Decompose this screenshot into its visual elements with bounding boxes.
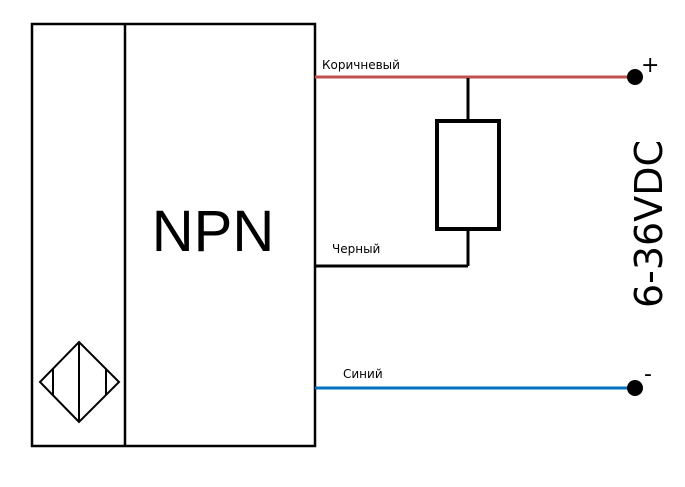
voltage-label: 6-36VDC [627,140,671,308]
positive-sign: + [641,53,659,78]
blue-wire-label: Синий [343,367,383,381]
sensor-outline [30,22,317,448]
inductive-sensor-icon [38,340,121,424]
negative-terminal [627,380,643,396]
sensor-type-label: NPN [152,199,274,264]
resistor-icon [435,78,501,266]
positive-terminal [627,69,643,85]
brown-wire-label: Коричневый [322,58,400,72]
sensor-body: NPN [30,22,317,448]
black-wire-label: Черный [332,242,380,256]
negative-sign: - [644,362,652,387]
